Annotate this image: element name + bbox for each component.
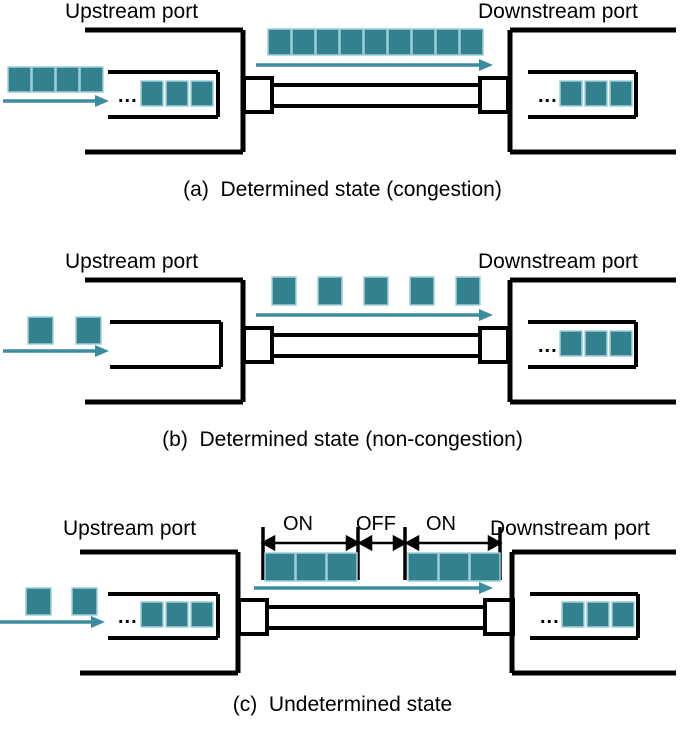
downstream-buffer-ellipsis: ...: [538, 85, 558, 107]
downstream-port-label: Downstream port: [478, 0, 638, 23]
burst-label-off: OFF: [356, 513, 396, 535]
panel-b-graphic: Upstream port Downstream port: [3, 250, 676, 405]
downstream-port-label: Downstream port: [478, 250, 638, 273]
downstream-port-body: [509, 549, 676, 676]
downstream-buffer-packets: [559, 330, 633, 357]
downstream-buffer-packets: [561, 601, 635, 628]
incoming-packets: [27, 316, 102, 345]
upstream-connector: [242, 326, 274, 364]
upstream-port-label: Upstream port: [63, 517, 196, 540]
upstream-port-label: Upstream port: [65, 250, 198, 273]
incoming-flow-arrow: [0, 616, 105, 628]
link-packets: [271, 276, 481, 306]
link-packets-burst-1: [264, 552, 358, 582]
panel-c-graphic: Upstream port Downstream port: [0, 513, 676, 676]
upstream-buffer: [108, 70, 220, 119]
panel-a-graphic: Upstream port Downstream port ...: [3, 0, 676, 155]
downstream-buffer-ellipsis: ...: [540, 606, 560, 628]
downstream-port-body: [507, 27, 676, 155]
burst-label-on-2: ON: [426, 513, 456, 535]
upstream-buffer: [108, 592, 220, 640]
panel-a: Upstream port Downstream port ...: [0, 0, 685, 201]
downstream-port-body: [507, 277, 676, 405]
link-packets: [267, 28, 484, 56]
upstream-buffer-ellipsis: ...: [118, 85, 138, 107]
link-cable: [271, 83, 481, 108]
upstream-buffer-ellipsis: ...: [118, 606, 138, 628]
upstream-buffer-packets: [140, 80, 214, 107]
panel-b: Upstream port Downstream port: [0, 250, 685, 451]
downstream-buffer: [528, 70, 638, 119]
link-cable: [271, 333, 481, 358]
incoming-flow-arrow: [3, 95, 109, 107]
incoming-packets: [7, 66, 104, 93]
downstream-connector: [478, 326, 510, 364]
burst-label-on-1: ON: [283, 513, 313, 535]
downstream-buffer-packets: [559, 80, 633, 107]
downstream-port-label: Downstream port: [490, 517, 650, 540]
upstream-buffer: [110, 320, 223, 369]
incoming-packets: [25, 587, 98, 616]
link-packets-burst-2: [407, 552, 501, 582]
downstream-buffer-ellipsis: ...: [538, 335, 558, 357]
panel-c: Upstream port Downstream port: [0, 495, 685, 716]
panel-c-caption: (c) Undetermined state: [232, 693, 453, 716]
upstream-port-label: Upstream port: [65, 0, 198, 23]
incoming-flow-arrow: [3, 345, 109, 357]
downstream-buffer: [528, 320, 638, 369]
downstream-buffer: [530, 592, 640, 640]
link-flow-arrow: [254, 582, 493, 594]
panel-a-caption: (a) Determined state (congestion): [183, 178, 502, 201]
upstream-connector: [242, 76, 274, 114]
downstream-connector: [483, 598, 515, 636]
burst-span-arrows: [260, 534, 503, 552]
link-cable: [266, 605, 486, 630]
upstream-buffer-packets: [140, 601, 214, 628]
link-flow-arrow: [256, 309, 493, 321]
downstream-connector: [478, 76, 510, 114]
link-flow-arrow: [256, 59, 493, 71]
panel-b-caption: (b) Determined state (non-congestion): [162, 428, 523, 451]
upstream-connector: [237, 598, 269, 636]
